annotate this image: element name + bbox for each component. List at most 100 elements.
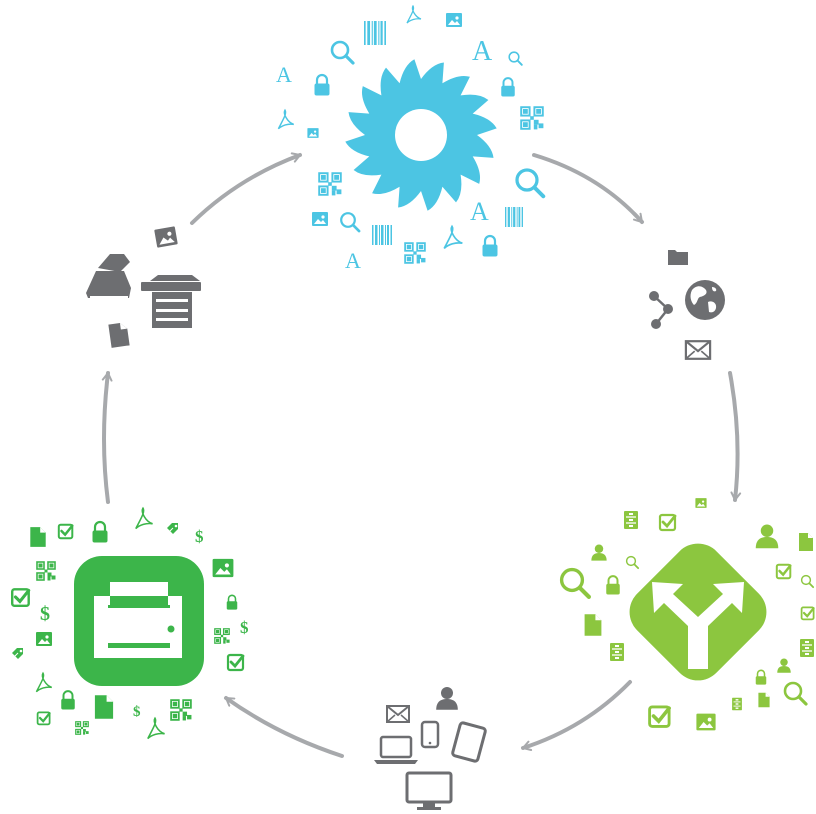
user-icon — [436, 687, 458, 710]
arrow-capture-to-delivery — [532, 153, 644, 224]
barcode-icon — [505, 207, 523, 227]
document-icon — [94, 695, 114, 719]
file-cabinet-icon — [799, 638, 815, 658]
barcode-icon — [372, 225, 392, 245]
letter-a-icon: A — [472, 36, 493, 67]
arrow-routing-to-devices — [521, 680, 632, 751]
copier-icon — [141, 275, 201, 328]
user-icon — [777, 658, 791, 673]
cycle-arrows — [101, 152, 742, 758]
folder-icon — [668, 250, 688, 265]
lock-icon — [500, 77, 516, 98]
pdf-icon — [147, 717, 166, 740]
image-icon — [312, 212, 328, 226]
image-icon — [154, 226, 178, 248]
letter-a-icon: A — [345, 248, 361, 273]
qr-code-icon — [318, 172, 342, 196]
arrow-scan-to-capture — [190, 152, 302, 225]
image-icon — [212, 558, 234, 578]
dollar-icon: $ — [195, 527, 204, 546]
split-arrows-tile — [629, 543, 767, 681]
user-icon — [755, 524, 779, 549]
barcode-icon — [364, 21, 386, 45]
scan-cluster — [86, 226, 201, 348]
document-icon — [799, 533, 813, 551]
routing-cluster — [562, 498, 815, 731]
qr-code-icon — [75, 721, 89, 735]
globe-icon — [685, 280, 725, 320]
user-icon — [591, 544, 607, 561]
print-cluster: $ $ $ $ — [10, 507, 249, 740]
lock-icon — [313, 73, 331, 97]
search-icon — [339, 211, 361, 233]
capture-cluster: A A A A — [276, 5, 546, 273]
pdf-icon — [277, 109, 295, 130]
search-icon — [562, 570, 589, 597]
pdf-icon — [406, 5, 422, 24]
envelope-icon — [386, 705, 410, 723]
letter-a-icon: A — [470, 197, 489, 226]
split-arrows-icon — [652, 582, 744, 669]
lock-icon — [755, 669, 767, 686]
lock-icon — [481, 234, 499, 258]
envelope-icon — [684, 340, 712, 360]
delivery-cluster — [649, 250, 725, 360]
devices-cluster — [374, 687, 487, 810]
search-icon — [800, 574, 815, 589]
file-cabinet-icon — [623, 510, 639, 530]
image-icon — [36, 632, 52, 646]
pdf-icon — [135, 507, 154, 530]
pdf-icon — [443, 225, 464, 250]
document-icon — [108, 322, 130, 348]
qr-code-icon — [520, 106, 544, 130]
lock-icon — [605, 575, 621, 596]
qr-code-icon — [170, 699, 192, 721]
monitor-icon — [405, 771, 453, 810]
search-icon — [783, 681, 808, 706]
tag-icon — [11, 647, 24, 660]
dollar-icon: $ — [240, 618, 249, 637]
dollar-icon: $ — [40, 603, 50, 625]
document-icon — [584, 614, 602, 636]
arrow-print-to-scan — [101, 371, 113, 504]
qr-code-icon — [404, 242, 426, 264]
printer-icon — [94, 582, 182, 658]
document-icon — [30, 527, 46, 547]
image-icon — [696, 713, 716, 731]
checkbox-icon — [57, 523, 74, 540]
search-icon — [625, 555, 640, 570]
lock-icon — [91, 520, 109, 544]
dollar-icon: $ — [133, 704, 141, 720]
lock-icon — [60, 690, 76, 711]
share-icon — [649, 291, 673, 329]
document-icon — [758, 692, 770, 708]
file-cabinet-icon — [731, 697, 743, 711]
image-icon — [307, 128, 319, 138]
checkbox-icon — [800, 606, 815, 621]
arrow-devices-to-print — [224, 696, 344, 758]
scanner-icon — [86, 254, 131, 300]
tag-icon — [166, 522, 179, 535]
checkbox-icon — [647, 705, 671, 729]
arrow-delivery-to-routing — [728, 371, 742, 502]
file-cabinet-icon — [609, 642, 625, 662]
laptop-icon — [374, 735, 418, 764]
pdf-icon — [35, 672, 53, 693]
checkbox-icon — [775, 563, 792, 580]
phone-icon — [420, 720, 440, 749]
tablet-icon — [451, 721, 487, 763]
image-icon — [695, 498, 707, 508]
checkbox-icon — [36, 711, 51, 726]
saw-blade-hole — [395, 109, 447, 161]
letter-a-icon: A — [276, 62, 292, 87]
qr-code-icon — [214, 628, 230, 644]
search-icon — [330, 40, 355, 65]
checkbox-icon — [10, 587, 31, 608]
search-icon — [508, 51, 523, 66]
checkbox-icon — [226, 653, 245, 672]
search-icon — [515, 168, 546, 199]
image-icon — [446, 13, 462, 27]
lock-icon — [226, 594, 238, 611]
qr-code-icon — [36, 561, 56, 581]
